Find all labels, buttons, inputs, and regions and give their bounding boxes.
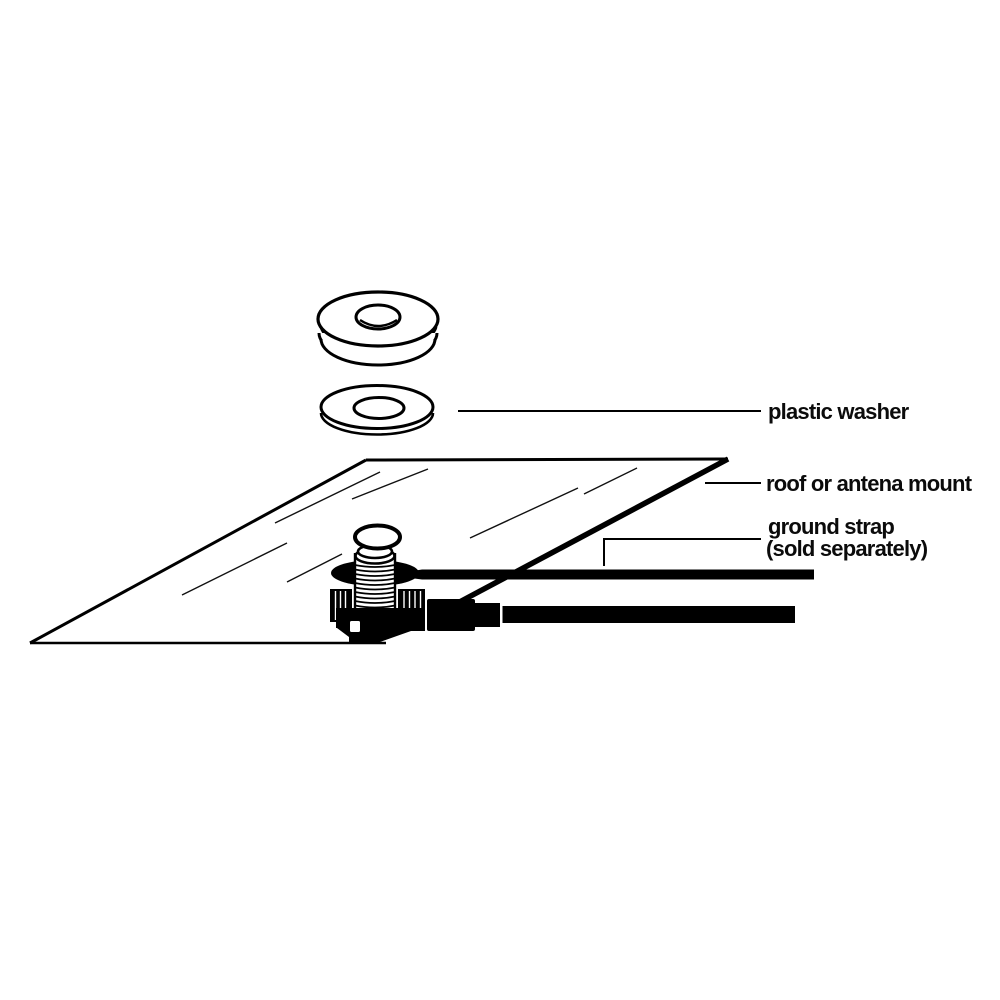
ground-strap-leader-line	[603, 538, 761, 566]
o-ring-icon	[353, 523, 402, 551]
ground-strap-note-label: (sold separately)	[766, 536, 928, 561]
grommet-stack-icon	[316, 290, 440, 367]
reflection-lines-icon	[181, 467, 638, 596]
leader-lines	[458, 410, 761, 566]
antenna-mount-icon	[330, 523, 795, 643]
ground-strap-label: ground strap	[768, 514, 894, 539]
plastic-washer-label: plastic washer	[768, 399, 910, 424]
roof-mount-label: roof or antena mount	[766, 471, 973, 496]
plastic-washer-icon	[319, 384, 435, 436]
coax-cable-icon	[427, 599, 795, 631]
threaded-stud-icon	[353, 543, 397, 609]
mount-base-icon	[337, 616, 425, 643]
ground-strap-icon	[387, 569, 814, 580]
